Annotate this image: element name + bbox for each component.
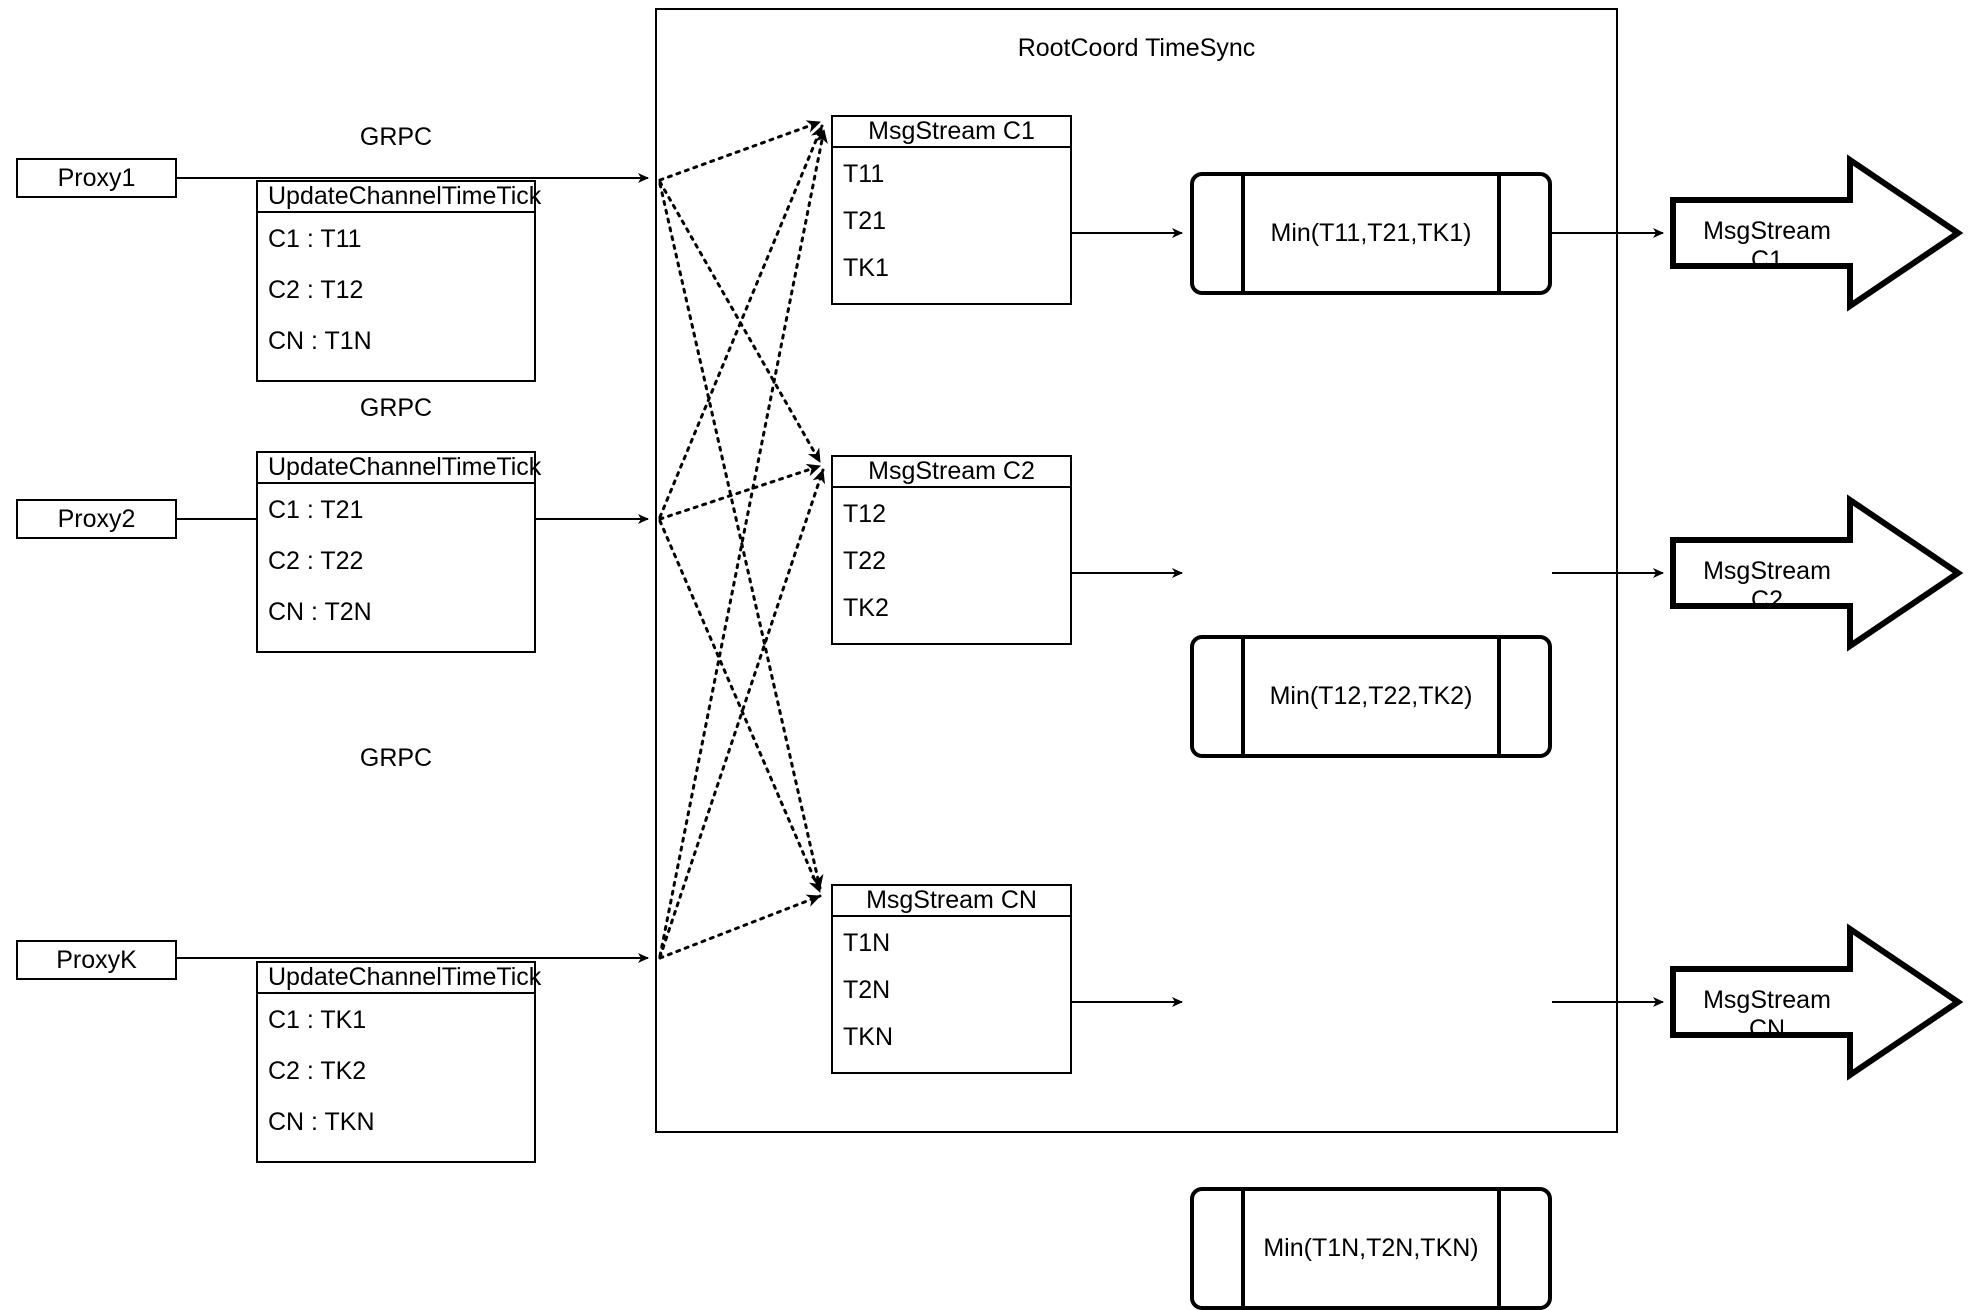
msgstream-box-1: MsgStream C1 T11 T21 TK1 <box>831 115 1072 305</box>
proxy-label: ProxyK <box>56 945 137 974</box>
output-label: MsgStream C1 <box>1703 217 1831 274</box>
request-row: C1 : TK1 <box>268 1006 367 1034</box>
min-process-box-3: Min(T1N,T2N,TKN) <box>1190 1187 1552 1310</box>
output-block-arrow-2: MsgStream C2 <box>1670 494 1964 652</box>
process-divider-right <box>1497 176 1501 291</box>
request-title: UpdateChannelTimeTick <box>258 453 541 484</box>
msgstream-row: T12 <box>843 500 887 528</box>
request-row: CN : TKN <box>268 1108 375 1136</box>
request-row: C2 : TK2 <box>268 1057 367 1085</box>
min-process-box-2: Min(T12,T22,TK2) <box>1190 635 1552 758</box>
min-process-box-1: Min(T11,T21,TK1) <box>1190 172 1552 295</box>
msgstream-row: T21 <box>843 207 887 235</box>
grpc-label-3: GRPC <box>359 744 433 772</box>
msgstream-box-3: MsgStream CN T1N T2N TKN <box>831 884 1072 1074</box>
msgstream-title: MsgStream C1 <box>833 117 1070 148</box>
msgstream-row: TKN <box>843 1023 893 1051</box>
msgstream-row: T2N <box>843 976 891 1004</box>
grpc-label-2: GRPC <box>359 394 433 422</box>
request-row: CN : T1N <box>268 327 372 355</box>
msgstream-row: TK2 <box>843 594 889 622</box>
request-row: C1 : T11 <box>268 225 362 253</box>
process-divider-right <box>1497 639 1501 754</box>
output-block-arrow-3: MsgStream CN <box>1670 923 1964 1081</box>
dotted-fanout-proxy2 <box>658 124 824 894</box>
msgstream-box-2: MsgStream C2 T12 T22 TK2 <box>831 455 1072 645</box>
output-block-arrow-1: MsgStream C1 <box>1670 154 1964 312</box>
msgstream-title: MsgStream CN <box>833 886 1070 917</box>
min-label: Min(T11,T21,TK1) <box>1270 219 1472 247</box>
output-label: MsgStream C2 <box>1703 557 1831 614</box>
msgstream-row: T11 <box>843 160 885 188</box>
container-title: RootCoord TimeSync <box>1017 34 1256 62</box>
dotted-fanout-proxyk <box>658 128 828 960</box>
msgstream-title: MsgStream C2 <box>833 457 1070 488</box>
request-title: UpdateChannelTimeTick <box>258 182 541 213</box>
connector-layer <box>177 120 1664 1007</box>
process-divider-left <box>1241 1191 1245 1306</box>
diagram-canvas: RootCoord TimeSync <box>16 8 1964 1310</box>
request-title: UpdateChannelTimeTick <box>258 963 541 994</box>
msgstream-row: T22 <box>843 547 887 575</box>
proxy-box-1[interactable]: Proxy1 <box>16 158 177 198</box>
proxy-box-3[interactable]: ProxyK <box>16 940 177 980</box>
msgstream-row: T1N <box>843 929 891 957</box>
msgstream-row: TK1 <box>843 254 889 282</box>
request-box-2: UpdateChannelTimeTick C1 : T21 C2 : T22 … <box>256 451 541 653</box>
request-row: C1 : T21 <box>268 496 364 524</box>
proxy-label: Proxy2 <box>57 504 136 533</box>
request-box-1: UpdateChannelTimeTick C1 : T11 C2 : T12 … <box>256 180 541 382</box>
proxy-label: Proxy1 <box>57 163 136 192</box>
rootcoord-timesync-container <box>655 8 1618 1133</box>
request-box-3: UpdateChannelTimeTick C1 : TK1 C2 : TK2 … <box>256 961 541 1163</box>
proxy-box-2[interactable]: Proxy2 <box>16 499 177 539</box>
output-label: MsgStream CN <box>1703 986 1831 1043</box>
process-divider-left <box>1241 176 1245 291</box>
dotted-fanout-proxy1 <box>658 120 824 890</box>
grpc-label-1: GRPC <box>359 123 433 151</box>
process-divider-right <box>1497 1191 1501 1306</box>
min-label: Min(T1N,T2N,TKN) <box>1263 1234 1479 1262</box>
request-row: CN : T2N <box>268 598 372 626</box>
min-label: Min(T12,T22,TK2) <box>1269 682 1473 710</box>
process-divider-left <box>1241 639 1245 754</box>
request-row: C2 : T12 <box>268 276 364 304</box>
request-row: C2 : T22 <box>268 547 364 575</box>
